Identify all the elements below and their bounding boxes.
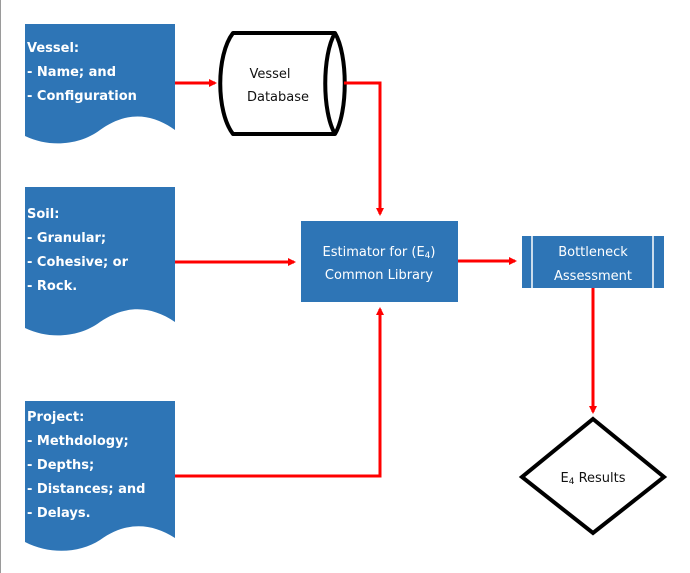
soil-input-item: - Granular; <box>27 231 106 246</box>
vessel-input-document[interactable]: Vessel: - Name; and - Configuration <box>25 24 175 144</box>
vessel-database-storage[interactable]: Vessel Database <box>218 31 347 136</box>
project-input-document[interactable]: Project: - Methdology; - Depths; - Dista… <box>25 401 175 551</box>
connector-project-to-estimator <box>175 307 384 478</box>
project-input-item: - Delays. <box>27 506 91 521</box>
vessel-input-item: - Name; and <box>27 65 116 80</box>
page-left-border <box>0 0 1 573</box>
bottleneck-label-line1: Bottleneck <box>558 245 628 260</box>
vessel-input-item: - Configuration <box>27 89 137 104</box>
soil-input-item: - Rock. <box>27 279 77 294</box>
project-input-item: - Distances; and <box>27 482 145 497</box>
vessel-input-title: Vessel: <box>27 41 79 56</box>
results-label: E4 Results <box>560 471 625 487</box>
project-input-item: - Depths; <box>27 458 94 473</box>
soil-input-title: Soil: <box>27 207 59 222</box>
estimator-label-line2: Common Library <box>325 268 433 283</box>
estimator-process-box[interactable]: Estimator for (E4) Common Library <box>301 221 458 302</box>
project-input-item: - Methdology; <box>27 434 129 449</box>
bottleneck-label-line2: Assessment <box>554 269 632 284</box>
database-label-line2: Database <box>247 90 309 105</box>
results-decision-diamond[interactable]: E4 Results <box>518 416 668 536</box>
soil-input-item: - Cohesive; or <box>27 255 129 270</box>
bottleneck-assessment-process[interactable]: Bottleneck Assessment <box>522 236 664 288</box>
project-input-title: Project: <box>27 410 84 425</box>
estimator-label-line1: Estimator for (E4) <box>323 245 436 261</box>
database-label-line1: Vessel <box>249 67 290 82</box>
soil-input-document[interactable]: Soil: - Granular; - Cohesive; or - Rock. <box>25 187 175 336</box>
connector-database-to-estimator <box>344 81 384 216</box>
